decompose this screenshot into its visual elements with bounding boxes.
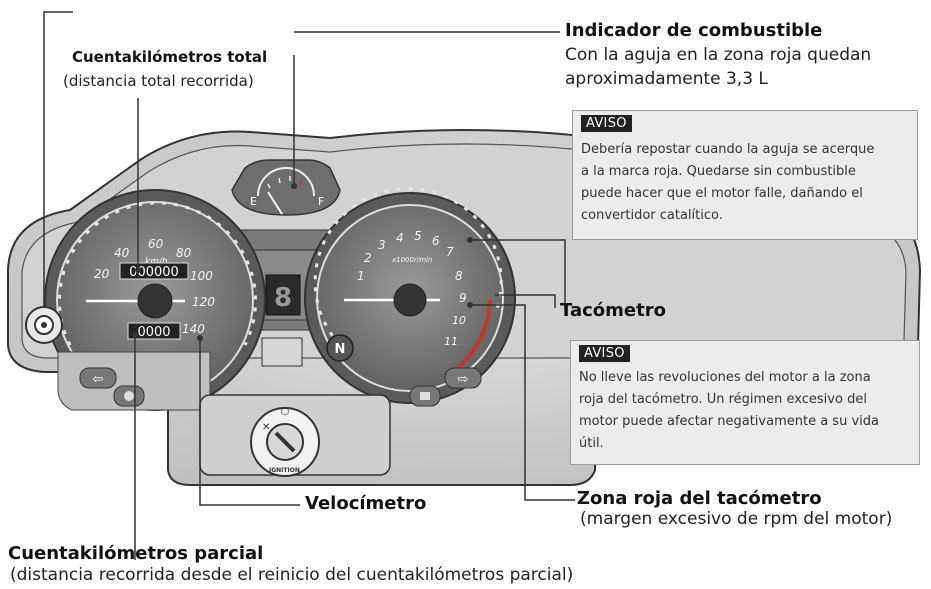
tach-notice-line: útil. (579, 436, 604, 451)
speedo-tick: 120 (192, 295, 215, 309)
tach-unit: x1000r/min (391, 256, 432, 264)
neutral-indicator (326, 334, 354, 362)
fuel-gauge-title: Indicador de combustible (565, 20, 823, 41)
gear-display (265, 274, 301, 316)
tripmeter-title: Cuentakilómetros parcial (8, 543, 264, 564)
fuel-notice-box: AVISO Debería repostar cuando la aguja s… (572, 110, 918, 240)
ignition-switch[interactable]: ○ ✕ IGNITION (199, 394, 391, 477)
ignition-label: IGNITION (269, 467, 300, 474)
tach-tick: 6 (432, 234, 440, 248)
fuel-full-label: F (318, 195, 324, 208)
speedo-tick: 140 (182, 322, 205, 336)
tach-notice-box: AVISO No lleve las revoluciones del moto… (570, 340, 920, 465)
fuel-needle (267, 191, 283, 215)
tach-tick: 7 (446, 245, 454, 259)
tach-tick: 1 (357, 269, 365, 283)
fuel-notice-text: Debería repostar cuando la aguja se acer… (581, 139, 874, 227)
speedo-tick: 40 (114, 246, 130, 260)
tach-notice-line: motor puede afectar negativamente a su v… (579, 414, 879, 429)
odometer-digits: 000000 (129, 265, 179, 280)
neutral-label: N (335, 342, 346, 357)
fuel-notice-line: convertidor catalítico. (581, 208, 723, 223)
tach-tick: 11 (444, 335, 458, 348)
tach-notice-text: No lleve las revoluciones del motor a la… (579, 367, 879, 455)
speedometer-title: Velocímetro (305, 493, 427, 514)
fuel-gauge-note-line1: Con la aguja en la zona roja quedan (565, 45, 872, 65)
tach-tick: 4 (396, 231, 404, 245)
tach-tick: 3 (378, 238, 386, 252)
right-turn-icon: ⇨ (458, 372, 469, 387)
odometer-subtitle: (distancia total recorrida) (63, 72, 254, 90)
fuel-empty-label: E (250, 195, 257, 208)
fuel-gauge-pod (231, 159, 341, 216)
speedo-tick: 60 (148, 237, 164, 251)
tachometer-title: Tacómetro (560, 300, 666, 321)
tach-notice-tag: AVISO (579, 345, 630, 362)
engine-icon (420, 392, 430, 400)
tach-tick: 5 (414, 229, 422, 243)
left-turn-icon: ⇦ (93, 372, 104, 387)
tach-tick: 8 (455, 269, 463, 283)
fuel-notice-tag: AVISO (581, 115, 632, 132)
ignition-off-icon: ○ (281, 406, 290, 417)
redzone-subtitle: (margen excesivo de rpm del motor) (580, 509, 893, 529)
tripmeter-subtitle: (distancia recorrida desde el reinicio d… (10, 565, 574, 585)
fuel-notice-line: puede hacer que el motor falle, dañando … (581, 186, 863, 201)
tripmeter-digits: 0000 (137, 325, 170, 340)
gear-digit: 8 (274, 283, 292, 313)
speedo-tick: 20 (94, 267, 110, 281)
speedo-tick: 100 (190, 269, 213, 283)
headlight-icon (124, 391, 134, 401)
ignition-lock-icon: ✕ (262, 422, 270, 433)
tach-tick: 2 (364, 251, 372, 265)
speedo-unit: km/h (145, 257, 168, 267)
fuel-gauge-note-line2: aproximadamente 3,3 L (565, 69, 768, 89)
odometer-display (119, 262, 189, 280)
fuel-notice-line: a la marca roja. Quedarse sin combustibl… (581, 164, 856, 179)
tripmeter-display (127, 322, 181, 340)
tach-tick: 9 (459, 291, 467, 305)
tach-tick: 10 (452, 314, 466, 327)
tach-notice-line: No lleve las revoluciones del motor a la… (579, 370, 871, 385)
fuel-notice-line: Debería repostar cuando la aguja se acer… (581, 142, 875, 157)
redzone-title: Zona roja del tacómetro (577, 488, 822, 509)
tachometer: 1 2 3 4 5 6 7 8 9 10 11 x1000r/min (304, 187, 516, 404)
speedo-tick: 80 (176, 246, 192, 260)
tach-notice-line: roja del tacómetro. Un régimen excesivo … (579, 392, 867, 407)
leader-lines (43, 11, 575, 560)
odometer-title: Cuentakilómetros total (72, 48, 268, 66)
